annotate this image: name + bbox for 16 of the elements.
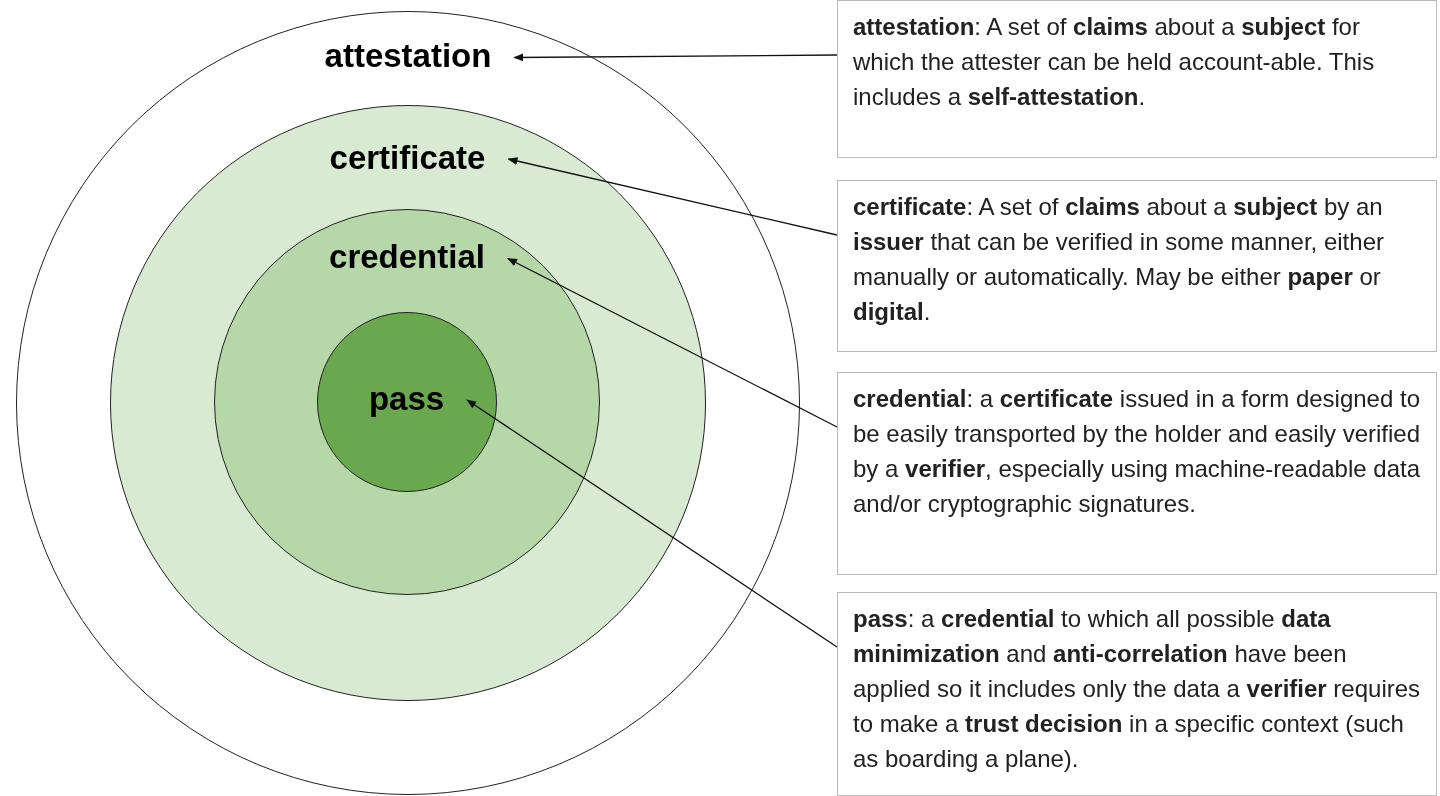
definition-box — [837, 592, 1437, 796]
definition-text: pass: a credential to which all possible data minimization and anti-correlation have been applied so it includes only the data a verifier requires to make a trust decision in a specific context (such as boarding a plane). — [853, 604, 1422, 774]
definition-box — [837, 0, 1437, 158]
circle-label: attestation — [323, 37, 493, 74]
circle-label: pass — [367, 379, 446, 417]
definition-text: attestation: A set of claims about a subject for which the attester can be held account-able. This includes a self-attestation. — [853, 12, 1376, 112]
circle-label: certificate — [328, 138, 487, 176]
arrow — [466, 399, 838, 648]
arrow — [507, 157, 838, 236]
circle-label: credential — [328, 238, 486, 275]
definition-box — [837, 180, 1437, 352]
definition-text: certificate: A set of claims about a subject by an issuer that can be verified in some manner, either manually or automatically. May be either paper or digital. — [853, 192, 1385, 327]
definition-text: credential: a certificate issued in a form designed to be easily transported by the holder and easily verified by a verifier, especially using machine-readable data and/or cryptographic signatures. — [853, 384, 1422, 519]
arrow — [513, 53, 838, 62]
definition-box — [837, 372, 1437, 575]
arrow — [507, 257, 838, 428]
